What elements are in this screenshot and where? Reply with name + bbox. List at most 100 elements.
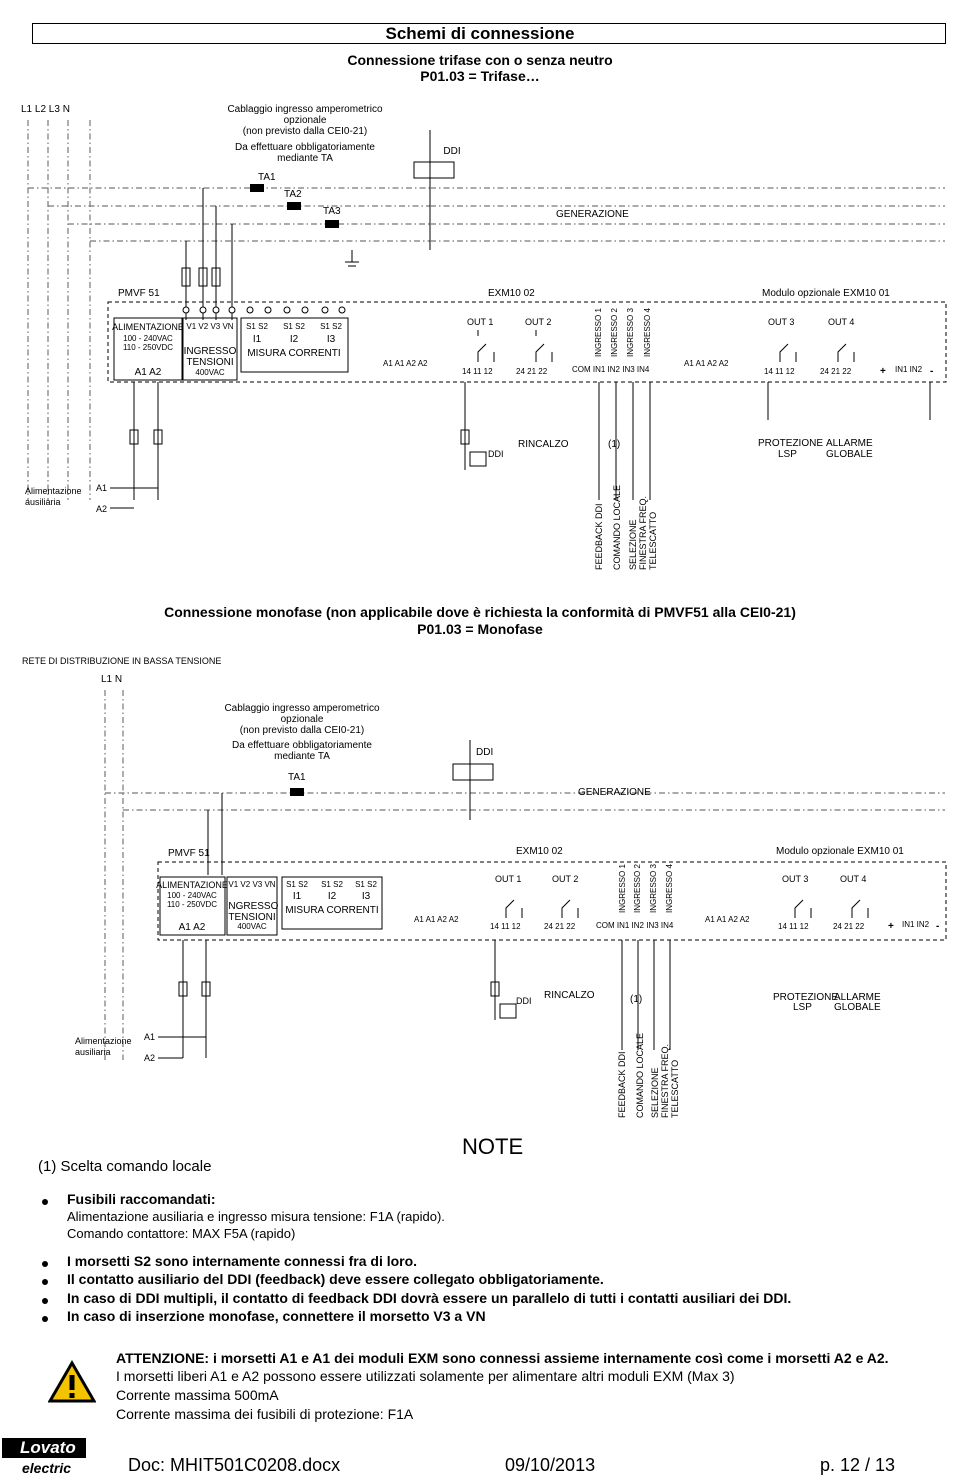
svg-text:PROTEZIONE: PROTEZIONE (758, 438, 823, 449)
svg-text:GENERAZIONE: GENERAZIONE (556, 209, 629, 220)
svg-text:Da effettuare obbligatoriament: Da effettuare obbligatoriamente (235, 142, 375, 153)
bullet (42, 1279, 48, 1285)
svg-text:+: + (880, 366, 886, 377)
svg-text:INGRESSO 2: INGRESSO 2 (633, 864, 642, 913)
svg-text:COMANDO LOCALE: COMANDO LOCALE (635, 1033, 645, 1118)
svg-text:14 11 12: 14 11 12 (764, 367, 795, 376)
page-title: Schemi di connessione (385, 24, 575, 43)
svg-text:110 - 250VDC: 110 - 250VDC (123, 343, 173, 352)
svg-text:TA1: TA1 (288, 772, 306, 783)
svg-text:I3: I3 (362, 891, 371, 902)
svg-text:(non previsto dalla CEI0-21): (non previsto dalla CEI0-21) (243, 126, 368, 137)
svg-text:Modulo opzionale EXM10 01: Modulo opzionale EXM10 01 (776, 846, 904, 857)
svg-text:opzionale: opzionale (284, 115, 327, 126)
bullet (42, 1199, 48, 1205)
svg-text:OUT 4: OUT 4 (828, 317, 854, 327)
svg-text:Da effettuare obbligatoriament: Da effettuare obbligatoriamente (232, 740, 372, 751)
svg-text:EXM10 02: EXM10 02 (488, 288, 535, 299)
svg-text:ALIMENTAZIONE: ALIMENTAZIONE (112, 322, 184, 332)
svg-text:A1 A1 A2 A2: A1 A1 A2 A2 (414, 915, 459, 924)
svg-text:INGRESSO: INGRESSO (184, 346, 237, 357)
svg-text:14 11 12: 14 11 12 (490, 922, 521, 931)
svg-text:LSP: LSP (793, 1002, 812, 1013)
svg-text:MISURA CORRENTI: MISURA CORRENTI (285, 905, 378, 916)
svg-text:mediante TA: mediante TA (277, 153, 333, 164)
svg-text:S1 S2: S1 S2 (246, 322, 268, 331)
svg-text:Cablaggio ingresso amperometri: Cablaggio ingresso amperometrico (224, 703, 380, 714)
svg-text:TELESCATTO: TELESCATTO (670, 1060, 680, 1118)
svg-text:IN1 IN2: IN1 IN2 (895, 365, 923, 374)
line-labels: L1 L2 L3 N (21, 104, 70, 115)
svg-text:FINESTRA FREQ.: FINESTRA FREQ. (638, 496, 648, 570)
note-fusibili: Fusibili raccomandati: (67, 1191, 216, 1207)
svg-text:DDI: DDI (488, 449, 504, 459)
svg-text:S1 S2: S1 S2 (286, 880, 308, 889)
svg-text:DDI: DDI (476, 747, 493, 758)
svg-text:DDI: DDI (516, 996, 532, 1006)
svg-text:400VAC: 400VAC (237, 922, 266, 931)
svg-text:RINCALZO: RINCALZO (544, 990, 595, 1001)
svg-text:COM IN1 IN2 IN3 IN4: COM IN1 IN2 IN3 IN4 (596, 921, 674, 930)
svg-text:I1: I1 (253, 334, 262, 345)
svg-text:400VAC: 400VAC (195, 368, 224, 377)
subtitle-trifase: Connessione trifase con o senza neutro (347, 52, 613, 68)
svg-text:S1 S2: S1 S2 (320, 322, 342, 331)
svg-text:OUT 2: OUT 2 (525, 317, 551, 327)
svg-text:INGRESSO 2: INGRESSO 2 (610, 308, 619, 357)
svg-text:COM IN1 IN2 IN3 IN4: COM IN1 IN2 IN3 IN4 (572, 365, 650, 374)
svg-text:MISURA CORRENTI: MISURA CORRENTI (247, 348, 340, 359)
svg-text:S1 S2: S1 S2 (321, 880, 343, 889)
svg-text:I1: I1 (293, 891, 302, 902)
svg-text:OUT 1: OUT 1 (495, 874, 521, 884)
svg-text:14 11 12: 14 11 12 (462, 367, 493, 376)
svg-text:mediante TA: mediante TA (274, 751, 330, 762)
lovato-logo: Lovato electric (0, 1436, 90, 1476)
svg-text:SELEZIONE: SELEZIONE (628, 519, 638, 570)
svg-text:INGRESSO: INGRESSO (226, 901, 279, 912)
svg-text:COMANDO LOCALE: COMANDO LOCALE (612, 485, 622, 570)
svg-text:OUT 3: OUT 3 (782, 874, 808, 884)
svg-text:FEEDBACK DDI: FEEDBACK DDI (617, 1051, 627, 1118)
svg-text:100 - 240VAC: 100 - 240VAC (167, 891, 217, 900)
svg-text:INGRESSO 1: INGRESSO 1 (594, 308, 603, 357)
svg-text:INGRESSO 3: INGRESSO 3 (626, 308, 635, 357)
note-fus2: Comando contattore: MAX F5A (rapido) (67, 1226, 296, 1241)
attenzione-2: I morsetti liberi A1 e A2 possono essere… (116, 1368, 735, 1384)
note-b2: Il contatto ausiliario del DDI (feedback… (67, 1271, 604, 1287)
svg-text:24 21 22: 24 21 22 (516, 367, 548, 376)
attenzione-3: Corrente massima 500mA (116, 1387, 279, 1403)
footer-page: p. 12 / 13 (820, 1455, 896, 1475)
svg-text:INGRESSO 3: INGRESSO 3 (649, 864, 658, 913)
svg-text:TA2: TA2 (284, 189, 302, 200)
svg-text:OUT 1: OUT 1 (467, 317, 493, 327)
svg-text:24 21 22: 24 21 22 (833, 922, 865, 931)
attenzione-4: Corrente massima dei fusibili di protezi… (116, 1406, 414, 1422)
svg-text:I3: I3 (327, 334, 336, 345)
svg-text:Alimentazione: Alimentazione (75, 1036, 132, 1046)
svg-text:+: + (888, 921, 894, 932)
svg-text:OUT 4: OUT 4 (840, 874, 866, 884)
svg-text:GLOBALE: GLOBALE (826, 449, 873, 460)
note-scelta: (1) Scelta comando locale (38, 1158, 212, 1175)
warning-icon (48, 1360, 96, 1403)
svg-text:SELEZIONE: SELEZIONE (650, 1067, 660, 1118)
svg-text:L1 N: L1 N (101, 674, 122, 685)
svg-text:A1 A1 A2 A2: A1 A1 A2 A2 (383, 359, 428, 368)
header-box (32, 23, 946, 44)
svg-text:A2: A2 (144, 1053, 155, 1063)
svg-text:INGRESSO 1: INGRESSO 1 (618, 864, 627, 913)
svg-text:TA3: TA3 (323, 206, 341, 217)
svg-text:A1 A1 A2 A2: A1 A1 A2 A2 (705, 915, 750, 924)
svg-text:GENERAZIONE: GENERAZIONE (578, 787, 651, 798)
svg-text:(1): (1) (608, 439, 620, 450)
svg-text:A1 A2: A1 A2 (179, 922, 206, 933)
svg-text:Cablaggio ingresso amperometri: Cablaggio ingresso amperometrico (227, 104, 383, 115)
svg-text:I2: I2 (290, 334, 299, 345)
svg-text:A1: A1 (144, 1032, 155, 1042)
svg-text:I2: I2 (328, 891, 337, 902)
bullet (42, 1298, 48, 1304)
subtitle-p0103: P01.03 = Trifase… (420, 68, 540, 84)
svg-text:V1 V2 V3 VN: V1 V2 V3 VN (186, 322, 233, 331)
svg-text:FINESTRA FREQ.: FINESTRA FREQ. (660, 1044, 670, 1118)
svg-text:ausiliaria: ausiliaria (75, 1047, 111, 1057)
